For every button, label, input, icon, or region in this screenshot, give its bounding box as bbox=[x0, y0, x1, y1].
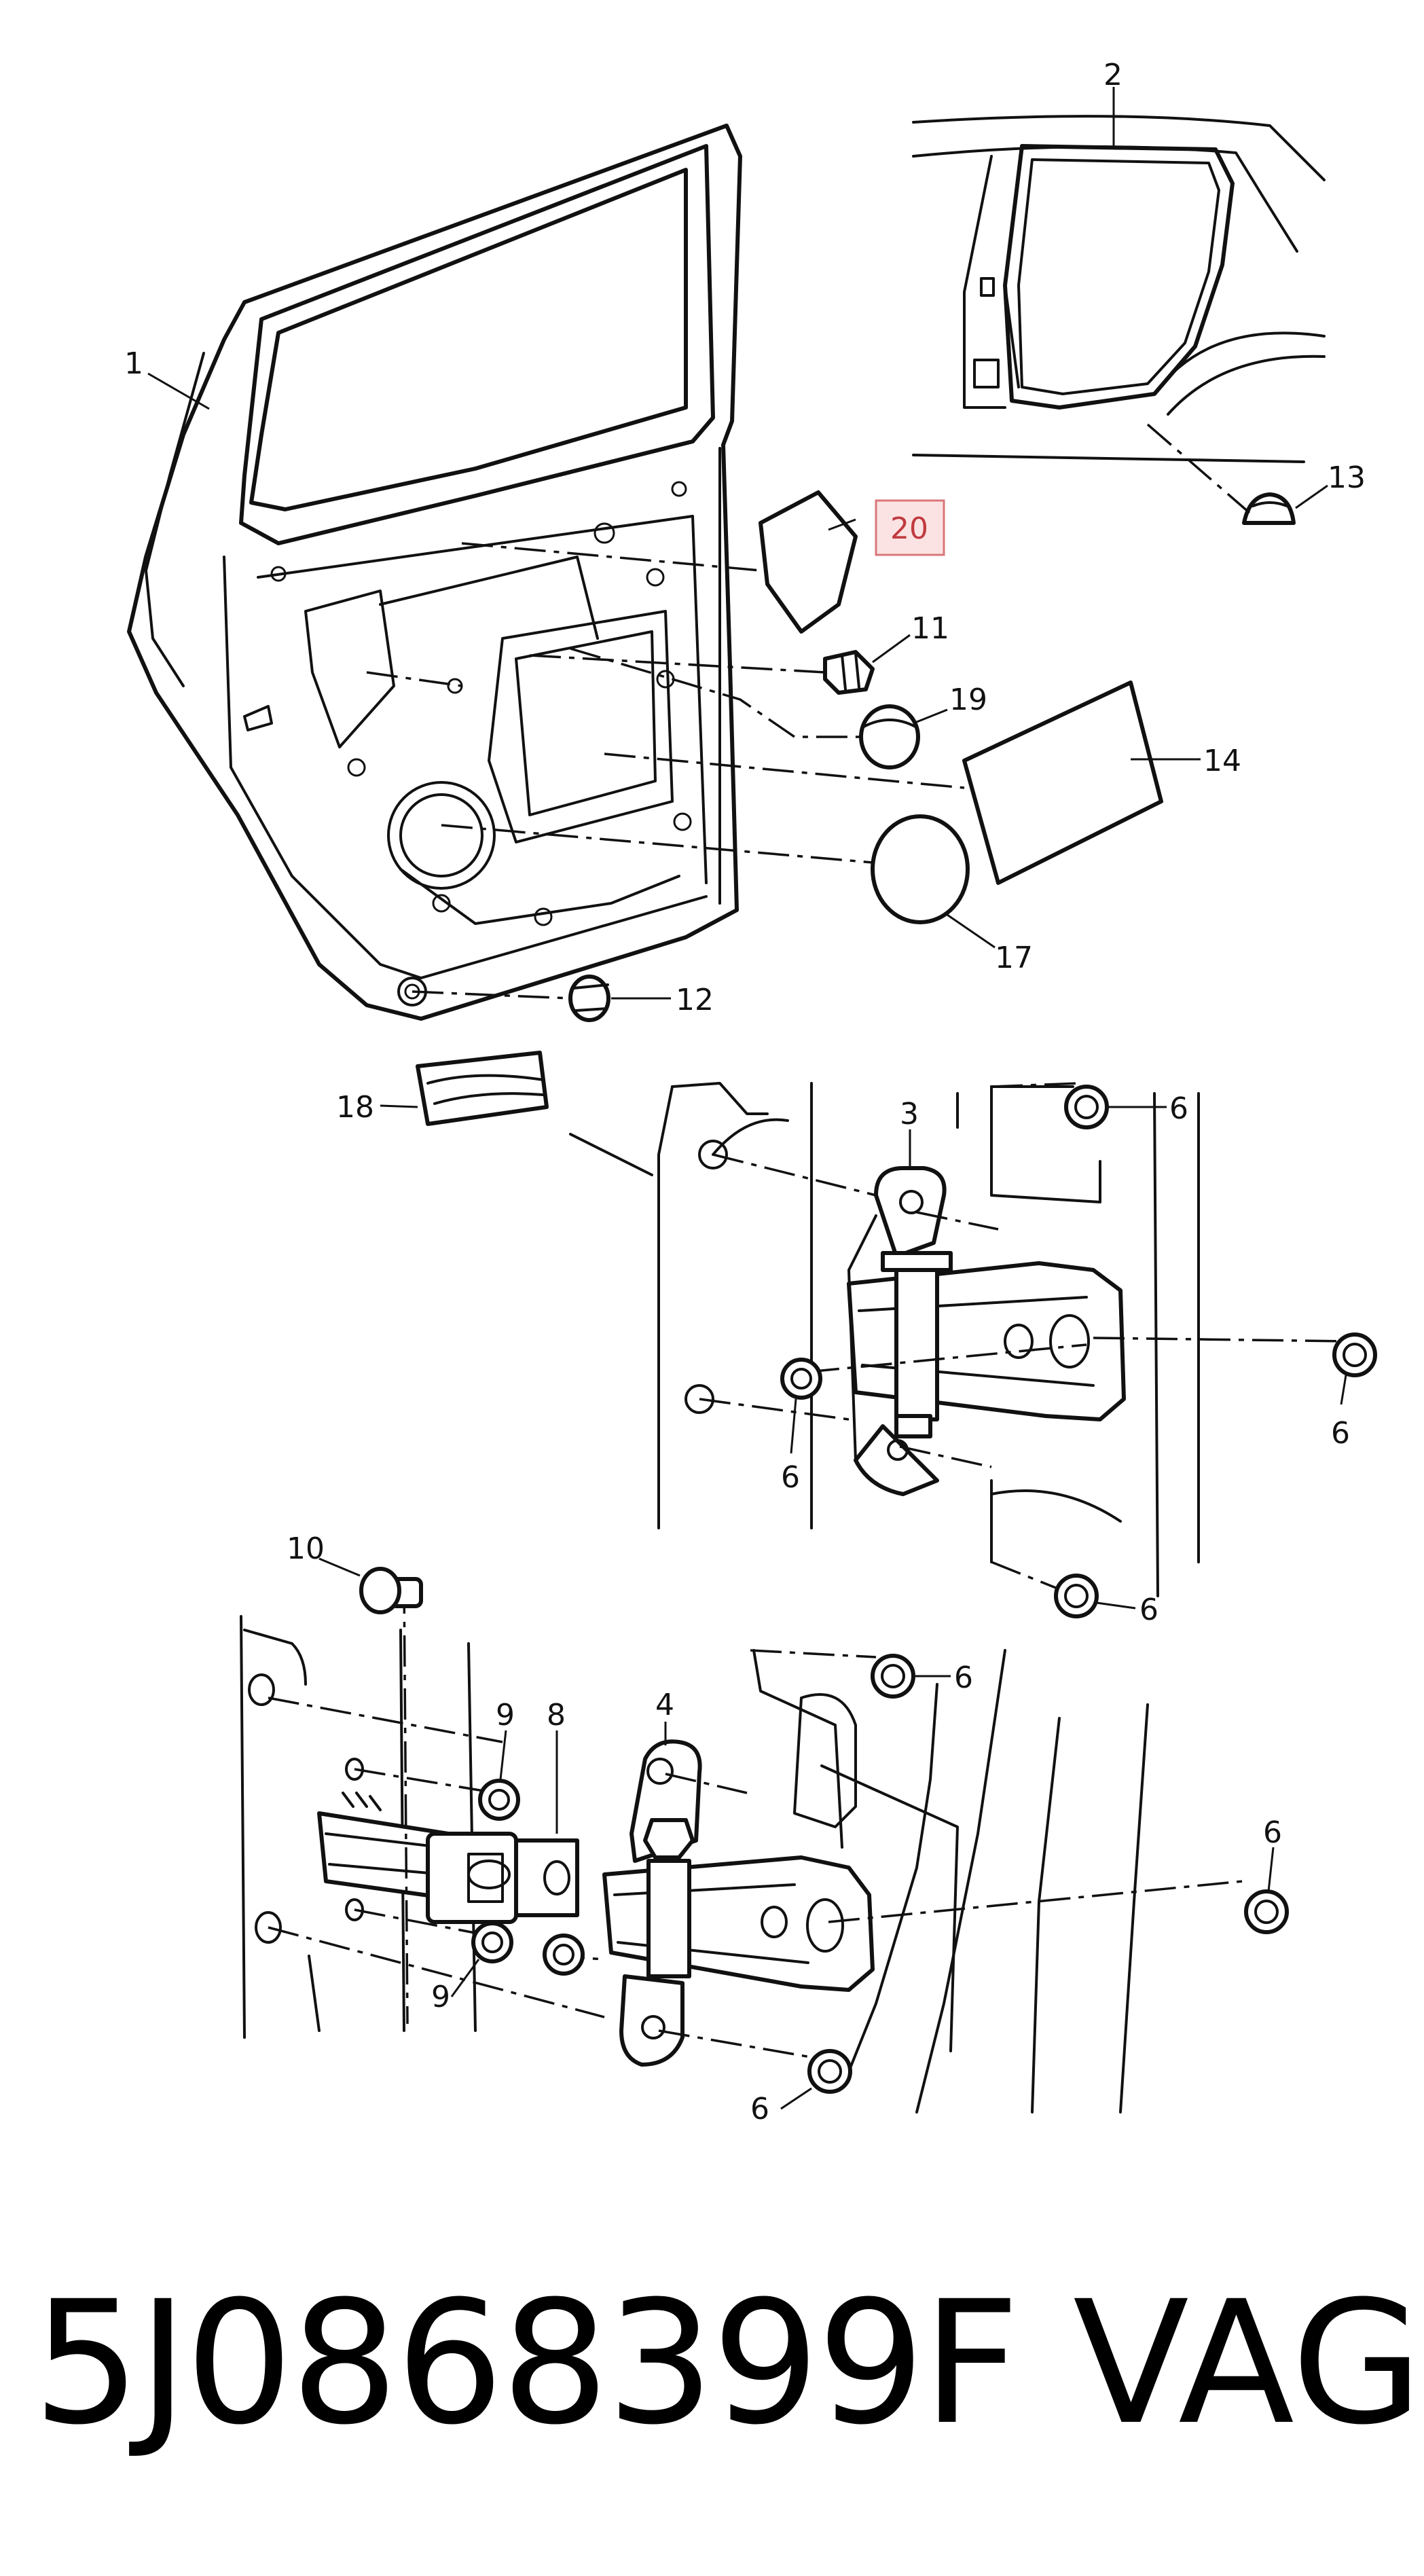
part-13-cap bbox=[1242, 492, 1296, 525]
callout-9-lower: 9 bbox=[431, 1980, 450, 2014]
bolt-6-right-lower-group bbox=[1244, 1889, 1289, 1934]
callout-11: 11 bbox=[911, 611, 949, 646]
bolt-9-upper bbox=[478, 1779, 520, 1821]
part-19-plug bbox=[859, 704, 920, 769]
door-opening-seal-view bbox=[912, 115, 1326, 463]
bolt-6-far-right bbox=[1332, 1332, 1377, 1377]
part-17-disc bbox=[871, 814, 970, 924]
pin-10 bbox=[359, 1567, 423, 1614]
callout-14: 14 bbox=[1203, 744, 1241, 778]
upper-hinge-assembly bbox=[569, 1082, 1200, 1597]
callout-2: 2 bbox=[1103, 58, 1122, 92]
callout-6-right-lower-group: 6 bbox=[1263, 1815, 1282, 1850]
callout-6-bottom: 6 bbox=[750, 2092, 769, 2126]
callout-10: 10 bbox=[287, 1531, 325, 1566]
part-14-sheet bbox=[962, 681, 1163, 885]
rear-door-shell bbox=[127, 124, 742, 1021]
assembly-leader-lines-hinges bbox=[268, 1082, 1352, 2059]
callout-9-upper: 9 bbox=[496, 1698, 515, 1733]
callout-leaders bbox=[147, 87, 1347, 2110]
callout-20-highlight[interactable]: 20 bbox=[875, 499, 945, 556]
bolt-9-lower bbox=[471, 1921, 513, 1963]
callout-17: 17 bbox=[995, 941, 1033, 975]
callout-6-middle-left: 6 bbox=[781, 1460, 800, 1495]
callout-1: 1 bbox=[124, 346, 143, 381]
bolt-group bbox=[359, 1085, 1377, 2094]
callout-labels: 1 2 20 11 19 14 17 12 13 18 3 6 6 6 6 10… bbox=[124, 58, 1366, 2126]
bolt-center-lower bbox=[543, 1934, 585, 1976]
callout-6-lower-right: 6 bbox=[1139, 1593, 1158, 1627]
part-number-text: 5J0868399F bbox=[33, 2264, 1020, 2462]
lower-hinge-assembly bbox=[240, 1615, 1149, 2114]
bolt-6-top-lower-group bbox=[871, 1654, 915, 1699]
callout-6-far-right: 6 bbox=[1331, 1416, 1350, 1451]
assembly-leader-lines-upper bbox=[366, 423, 1251, 1000]
part-20-pad bbox=[759, 490, 858, 634]
callout-18: 18 bbox=[336, 1090, 374, 1125]
callout-20: 20 bbox=[890, 511, 928, 546]
callout-13: 13 bbox=[1328, 460, 1366, 495]
callout-8: 8 bbox=[547, 1698, 566, 1733]
callout-6-upper-right: 6 bbox=[1169, 1091, 1188, 1126]
part-18-bracket bbox=[416, 1051, 549, 1126]
callout-6-top-lower-group: 6 bbox=[954, 1661, 973, 1695]
callout-19: 19 bbox=[949, 683, 987, 717]
part-11-clip bbox=[823, 650, 875, 695]
bolt-6-upper-right bbox=[1064, 1085, 1109, 1129]
brand-text: VAG bbox=[1073, 2264, 1423, 2462]
callout-3: 3 bbox=[900, 1097, 919, 1131]
part-12-plug bbox=[568, 975, 610, 1022]
bolt-6-lower-right bbox=[1054, 1574, 1099, 1618]
bolt-6-middle-left bbox=[780, 1358, 822, 1400]
bolt-6-bottom bbox=[807, 2049, 852, 2094]
callout-4: 4 bbox=[655, 1688, 674, 1722]
callout-12: 12 bbox=[676, 983, 714, 1017]
